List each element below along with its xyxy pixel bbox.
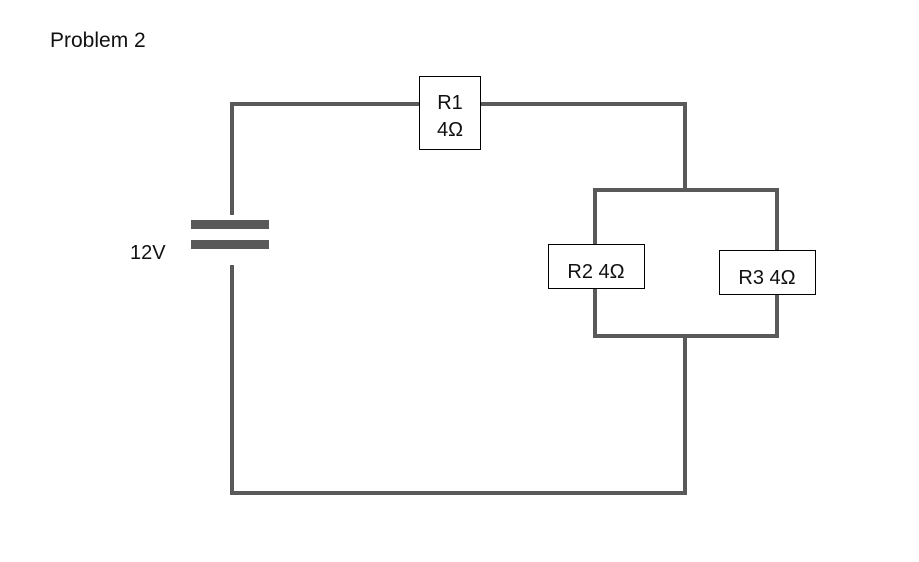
r2-label: R2 4Ω: [567, 261, 624, 283]
wire-left-top: [230, 102, 422, 215]
battery-plate-top: [191, 220, 269, 229]
wire-left-bottom: [230, 265, 687, 495]
parallel-branch-bottom: [593, 286, 779, 338]
parallel-branch: [593, 188, 779, 253]
battery-plate-bottom: [191, 240, 269, 249]
resistor-r3: R3 4Ω: [719, 250, 816, 295]
r3-label: R3 4Ω: [738, 267, 795, 289]
wire-top-right: [478, 102, 687, 192]
battery-label: 12V: [130, 242, 166, 264]
r1-name: R1: [437, 92, 463, 114]
resistor-r1: R1 4Ω: [419, 76, 481, 150]
problem-title: Problem 2: [50, 29, 146, 52]
r1-value: 4Ω: [437, 119, 463, 141]
resistor-r2: R2 4Ω: [548, 244, 645, 289]
battery-symbol: [191, 220, 269, 249]
